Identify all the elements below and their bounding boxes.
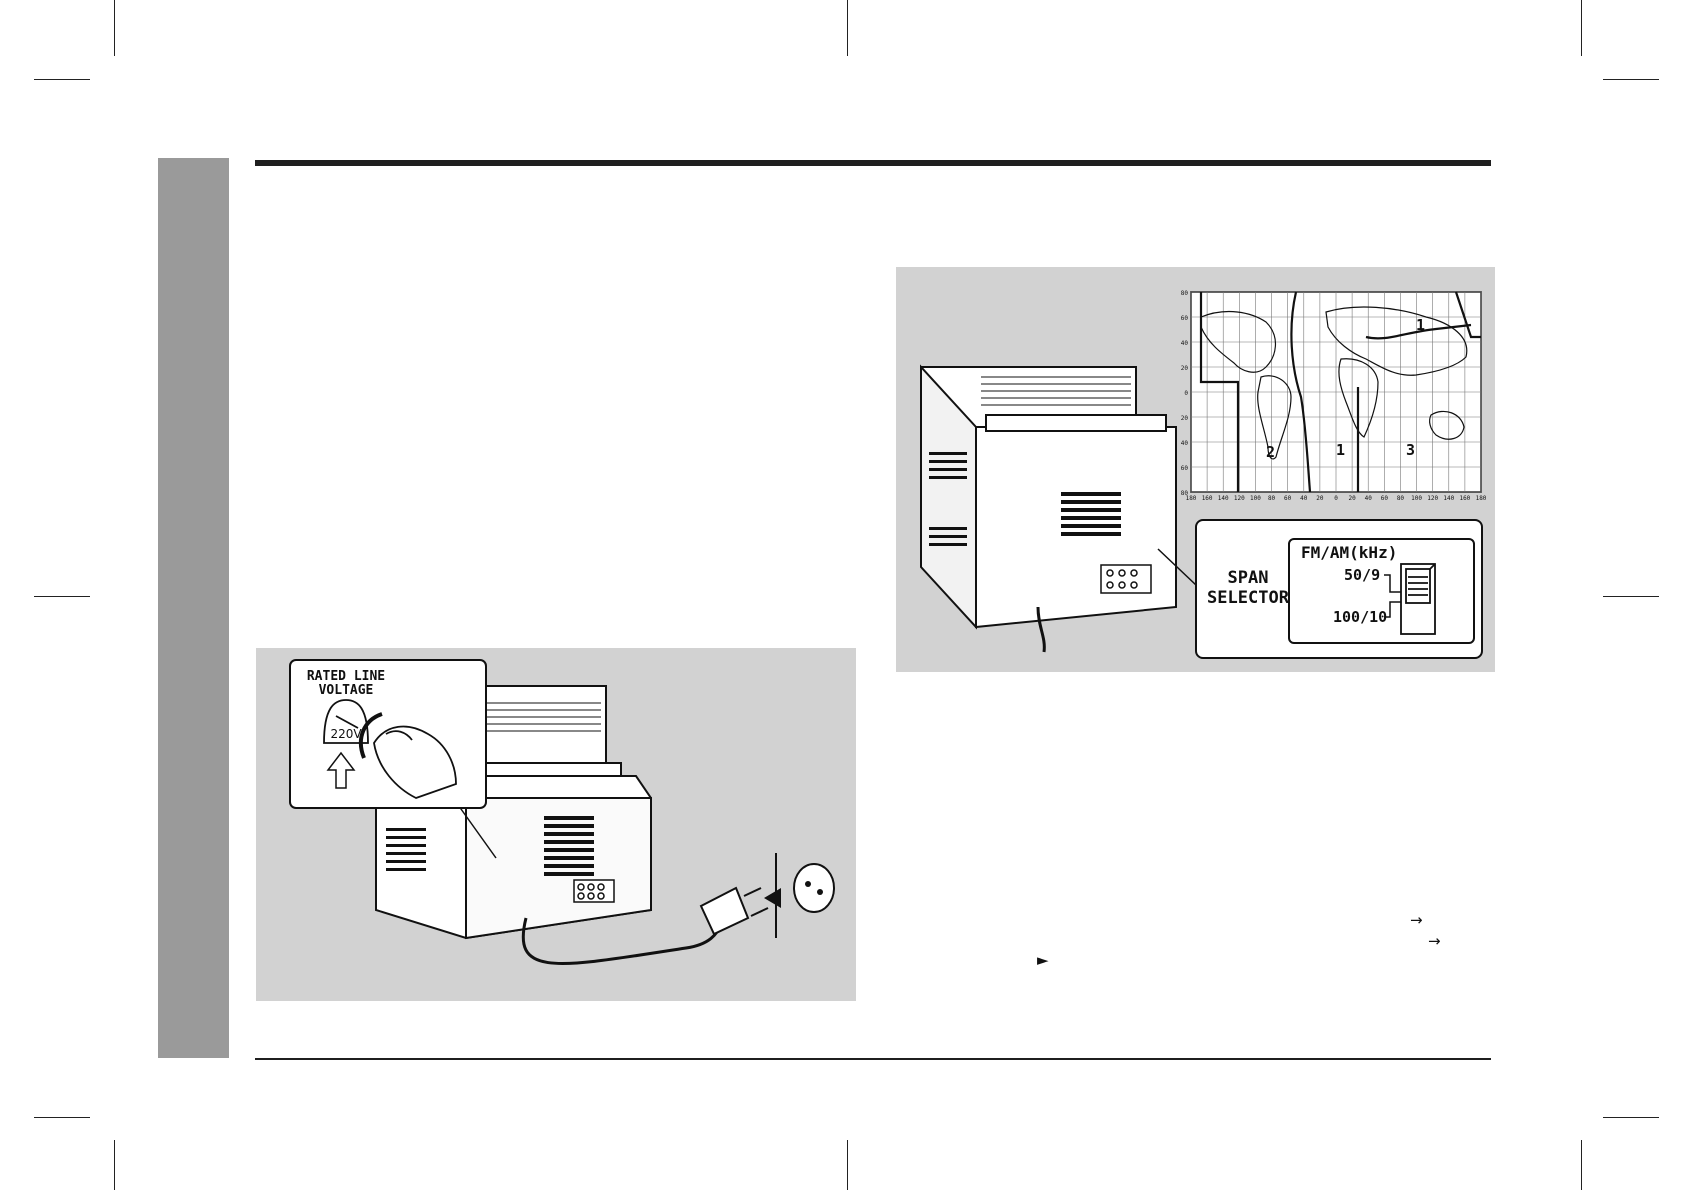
- map-lon-tick: 80: [1268, 495, 1276, 502]
- map-zone-label: 1: [1416, 316, 1425, 334]
- map-zone-label: 2: [1266, 443, 1275, 461]
- map-lon-tick: 60: [1381, 495, 1389, 502]
- map-lon-tick: 180: [1476, 495, 1487, 502]
- map-zone-label: 3: [1406, 441, 1415, 459]
- option-leader: [1384, 601, 1401, 618]
- crop-mark: [1603, 1117, 1659, 1118]
- map-lon-tick: 40: [1365, 495, 1373, 502]
- header-rule: [255, 160, 1491, 166]
- crop-mark: [34, 1117, 90, 1118]
- map-lon-tick: 0: [1334, 495, 1338, 502]
- voltage-illustration: RATED LINE VOLTAGE 220V: [289, 659, 835, 965]
- crop-mark: [114, 1140, 115, 1190]
- crop-mark: [114, 0, 115, 56]
- map-lon-tick: 20: [1316, 495, 1324, 502]
- map-lon-tick: 120: [1427, 495, 1438, 502]
- map-lat-tick: 60: [1181, 315, 1189, 322]
- map-lon-tick: 80: [1397, 495, 1405, 502]
- span-selector-figure: 1 2 1 3 80 60 40 20 0 20 40 60 80 180 160 140 120 10…: [896, 267, 1495, 672]
- map-lat-tick: 0: [1184, 390, 1188, 397]
- selector-title-2: SELECTOR: [1207, 588, 1290, 608]
- map-lon-tick: 40: [1300, 495, 1308, 502]
- map-lon-tick: 20: [1348, 495, 1356, 502]
- arrow-glyph: →: [1410, 911, 1423, 929]
- option-leader: [1384, 574, 1401, 593]
- map-lon-tick: 100: [1250, 495, 1261, 502]
- selector-option-50-9: 50/9: [1344, 566, 1380, 584]
- speaker-terminals: [573, 879, 615, 903]
- selector-header: FM/AM(kHz): [1301, 543, 1397, 562]
- continent-outlines: [1200, 306, 1468, 460]
- footer-rule: [255, 1058, 1491, 1060]
- side-tab: [158, 158, 229, 1058]
- map-lat-tick: 60: [1181, 465, 1189, 472]
- crop-mark: [34, 596, 90, 597]
- voltage-callout-label-2: VOLTAGE: [319, 683, 374, 698]
- voltage-value: 220V: [330, 727, 362, 741]
- map-lon-tick: 60: [1284, 495, 1292, 502]
- insert-arrow: [764, 888, 781, 908]
- span-illustration: 1 2 1 3 80 60 40 20 0 20 40 60 80 180 160 140 120 10…: [920, 290, 1487, 659]
- voltage-callout-label-1: RATED LINE: [307, 669, 385, 684]
- zone-boundaries: [1199, 291, 1481, 493]
- map-lon-tick: 180: [1186, 495, 1197, 502]
- map-lat-tick: 40: [1181, 440, 1189, 447]
- crop-mark: [1603, 79, 1659, 80]
- map-latitude-ticks: 80 60 40 20 0 20 40 60 80: [1181, 290, 1189, 497]
- crop-mark: [34, 79, 90, 80]
- power-plug: [699, 886, 769, 936]
- world-map: 1 2 1 3 80 60 40 20 0 20 40 60 80 180 160 140 120 10…: [1181, 290, 1487, 502]
- rear-vents: [386, 816, 594, 876]
- map-lon-tick: 140: [1218, 495, 1229, 502]
- rear-vents: [929, 452, 1121, 546]
- power-cord: [1036, 606, 1046, 653]
- selector-option-100-10: 100/10: [1333, 608, 1387, 626]
- map-lon-tick: 120: [1234, 495, 1245, 502]
- crop-mark: [1581, 1140, 1582, 1190]
- map-lon-tick: 160: [1459, 495, 1470, 502]
- crop-mark: [1581, 0, 1582, 56]
- map-lon-tick: 160: [1202, 495, 1213, 502]
- hand-screwdriver-icon: [373, 725, 457, 799]
- rotate-arrow-icon: [358, 712, 383, 759]
- map-lat-tick: 80: [1181, 490, 1189, 497]
- map-lat-tick: 40: [1181, 340, 1189, 347]
- map-lat-tick: 20: [1181, 365, 1189, 372]
- map-lon-tick: 140: [1443, 495, 1454, 502]
- play-symbol: ►: [1037, 951, 1049, 969]
- crop-mark: [1603, 596, 1659, 597]
- voltage-figure: RATED LINE VOLTAGE 220V: [256, 648, 856, 1001]
- speaker-terminals: [1100, 564, 1152, 594]
- selector-title-1: SPAN: [1228, 568, 1269, 588]
- wall-socket: [793, 863, 835, 913]
- map-longitude-ticks: 180 160 140 120 100 80 60 40 20 0 20 40 60 80 100 120 14…: [1186, 495, 1487, 502]
- span-switch[interactable]: [1400, 563, 1436, 635]
- crop-mark: [847, 0, 848, 56]
- vent-grille: [981, 376, 1131, 406]
- map-zone-label: 1: [1336, 441, 1345, 459]
- up-arrow-icon: [326, 751, 356, 789]
- crop-mark: [847, 1140, 848, 1190]
- map-lat-tick: 80: [1181, 290, 1189, 297]
- map-lat-tick: 20: [1181, 415, 1189, 422]
- map-lon-tick: 100: [1411, 495, 1422, 502]
- arrow-glyph: →: [1428, 932, 1441, 950]
